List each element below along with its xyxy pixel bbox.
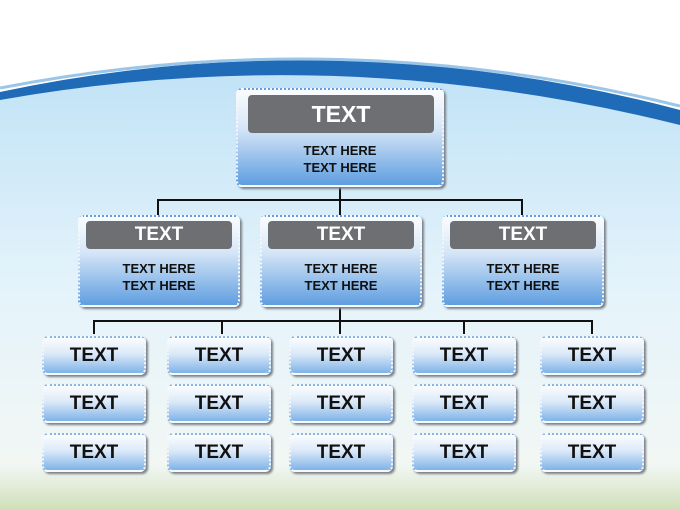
middle-node-title: TEXT	[268, 221, 414, 249]
middle-node-line: TEXT HERE	[304, 261, 378, 276]
top-node-title: TEXT	[248, 95, 434, 133]
middle-node-line: TEXT HERE	[486, 278, 560, 293]
top-node: TEXT TEXT HERE TEXT HERE	[236, 88, 444, 187]
leaf-node: TEXT	[289, 433, 393, 472]
middle-node: TEXT TEXT HERE TEXT HERE	[78, 215, 240, 307]
leaf-node: TEXT	[42, 433, 146, 472]
leaf-node: TEXT	[540, 384, 644, 423]
middle-node-line: TEXT HERE	[486, 261, 560, 276]
leaf-node: TEXT	[412, 433, 516, 472]
middle-node-title: TEXT	[450, 221, 596, 249]
middle-node-title: TEXT	[86, 221, 232, 249]
leaf-node: TEXT	[412, 336, 516, 375]
top-node-line: TEXT HERE	[303, 143, 377, 158]
middle-node-line: TEXT HERE	[304, 278, 378, 293]
leaf-node: TEXT	[167, 336, 271, 375]
middle-node-line: TEXT HERE	[122, 278, 196, 293]
leaf-node: TEXT	[167, 433, 271, 472]
leaf-node: TEXT	[167, 384, 271, 423]
leaf-node: TEXT	[289, 336, 393, 375]
leaf-node: TEXT	[42, 384, 146, 423]
middle-node: TEXT TEXT HERE TEXT HERE	[260, 215, 422, 307]
middle-node-line: TEXT HERE	[122, 261, 196, 276]
leaf-node: TEXT	[540, 433, 644, 472]
leaf-node: TEXT	[412, 384, 516, 423]
arc-swoosh	[0, 60, 680, 125]
leaf-node: TEXT	[42, 336, 146, 375]
middle-node: TEXT TEXT HERE TEXT HERE	[442, 215, 604, 307]
leaf-node: TEXT	[540, 336, 644, 375]
leaf-node: TEXT	[289, 384, 393, 423]
top-node-line: TEXT HERE	[303, 160, 377, 175]
